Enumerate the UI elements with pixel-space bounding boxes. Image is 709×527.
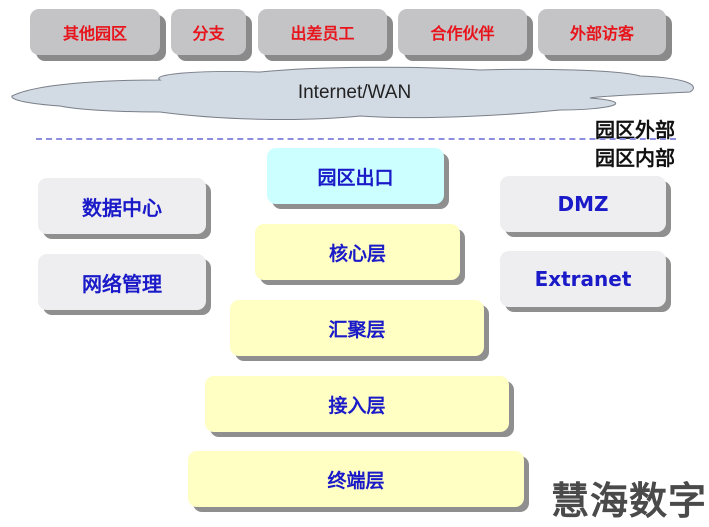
layer-label: 终端层 bbox=[327, 469, 385, 492]
layer-label: 核心层 bbox=[328, 242, 386, 265]
external-box-label: 其他园区 bbox=[62, 24, 127, 43]
external-box-branch: 分支 bbox=[171, 9, 246, 55]
module-data-center: 数据中心 bbox=[38, 178, 206, 234]
module-label: 网络管理 bbox=[82, 271, 162, 296]
external-box-other-campus: 其他园区 bbox=[30, 9, 160, 55]
module-label: Extranet bbox=[534, 267, 632, 291]
module-extranet: Extranet bbox=[500, 251, 666, 307]
layer-label: 汇聚层 bbox=[328, 318, 386, 341]
campus-boundary-divider bbox=[36, 138, 676, 140]
external-box-label: 出差员工 bbox=[290, 24, 355, 43]
inside-campus-label: 园区内部 bbox=[595, 146, 675, 170]
external-box-partner: 合作伙伴 bbox=[398, 9, 527, 55]
layer-aggregation: 汇聚层 bbox=[230, 300, 484, 356]
internet-cloud-icon bbox=[11, 66, 694, 120]
external-box-label: 外部访客 bbox=[569, 24, 634, 43]
campus-exit-box: 园区出口 bbox=[267, 148, 444, 204]
campus-exit-label: 园区出口 bbox=[317, 166, 394, 189]
module-dmz: DMZ bbox=[500, 176, 666, 232]
layer-terminal: 终端层 bbox=[188, 451, 524, 507]
external-box-label: 分支 bbox=[192, 24, 225, 43]
module-network-management: 网络管理 bbox=[38, 254, 206, 310]
external-box-guest: 外部访客 bbox=[538, 9, 666, 55]
external-box-label: 合作伙伴 bbox=[430, 24, 495, 43]
layer-access: 接入层 bbox=[205, 376, 509, 432]
internet-wan-label: Internet/WAN bbox=[297, 82, 412, 103]
external-box-traveling-staff: 出差员工 bbox=[258, 9, 387, 55]
watermark-logo: 慧海数字 bbox=[550, 479, 707, 523]
module-label: DMZ bbox=[557, 192, 609, 216]
layer-core: 核心层 bbox=[255, 224, 460, 280]
layer-label: 接入层 bbox=[328, 394, 386, 417]
module-label: 数据中心 bbox=[82, 195, 162, 220]
